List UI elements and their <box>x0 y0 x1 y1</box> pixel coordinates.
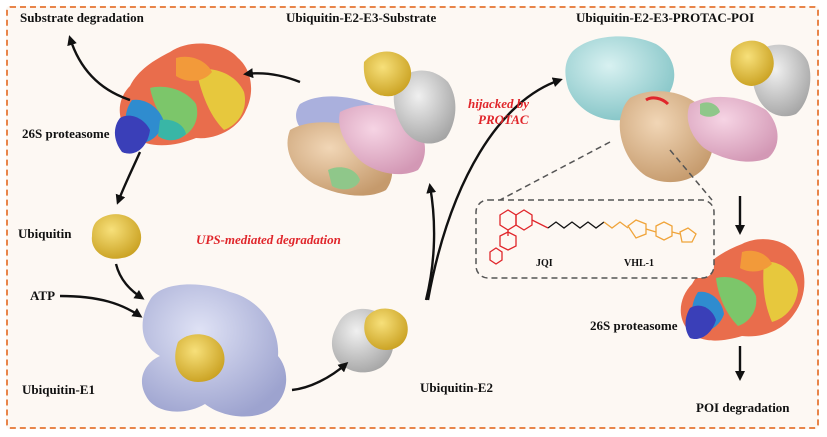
vhl1-moiety <box>603 219 697 243</box>
ups-mediated-degradation-label: UPS-mediated degradation <box>196 232 341 247</box>
ubiquitin-e2-e3-substrate-label: Ubiquitin-E2-E3-Substrate <box>286 10 437 25</box>
arrow-atp-to-e1 <box>59 294 143 318</box>
ubiquitin-structure <box>91 214 142 259</box>
protac-structure-inset <box>475 141 715 279</box>
arrow-substrate-complex-to-proteasome <box>243 68 301 84</box>
ubiquitin-label: Ubiquitin <box>18 226 72 241</box>
ubiquitin-e2-e3-protac-poi-structure <box>565 36 811 183</box>
jq1-label: JQI <box>536 258 553 269</box>
ubiquitin-e2-e3-substrate-structure <box>287 51 456 196</box>
ubiquitin-e1-structure <box>141 284 287 417</box>
ubiquitin-e2-structure <box>331 308 408 373</box>
hijacked-label-line2: PROTAC <box>478 112 529 127</box>
arrow-ubiquitin-to-e1 <box>114 263 145 300</box>
substrate-degradation-label: Substrate degradation <box>20 10 144 25</box>
proteasome-right-label: 26S proteasome <box>590 318 678 333</box>
arrow-e2-to-protac-complex <box>426 77 563 301</box>
poi-degradation-label: POI degradation <box>696 400 790 415</box>
arrow-proteasome-to-substrate-degradation <box>67 35 131 102</box>
ubiquitin-e1-label: Ubiquitin-E1 <box>22 382 95 397</box>
cycle-arrows <box>59 35 745 392</box>
proteasome-left-label: 26S proteasome <box>22 126 110 141</box>
jq1-moiety <box>489 209 549 265</box>
linker <box>547 221 605 229</box>
arrow-proteasome-to-ubiquitin <box>115 151 142 205</box>
arrow-e1-to-e2 <box>291 362 349 392</box>
ubiquitin-e2-e3-protac-poi-label: Ubiquitin-E2-E3-PROTAC-POI <box>576 10 755 25</box>
hijacked-label-line1: hijacked by <box>468 96 530 111</box>
ubiquitin-e2-label: Ubiquitin-E2 <box>420 380 493 395</box>
proteasome-left-structure <box>114 43 252 154</box>
vhl1-label: VHL-1 <box>624 258 654 269</box>
atp-label: ATP <box>30 288 56 303</box>
arrow-e2-to-substrate-complex <box>424 183 437 301</box>
proteasome-right-structure <box>680 239 805 341</box>
